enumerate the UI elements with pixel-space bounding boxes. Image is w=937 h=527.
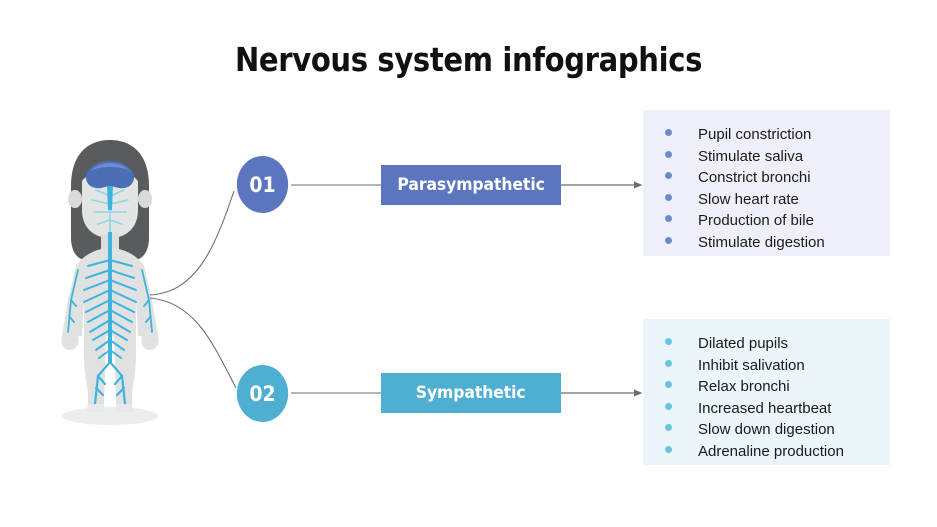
label-box-sympathetic[interactable]: Sympathetic xyxy=(381,373,561,413)
figure-shadow xyxy=(62,407,158,425)
list-item-label: Stimulate digestion xyxy=(698,233,825,251)
step-number-circle-02[interactable]: 02 xyxy=(236,365,289,422)
arm-right xyxy=(138,300,159,350)
torso-nerve-branches xyxy=(83,259,137,359)
page-title: Nervous system infographics xyxy=(234,40,703,79)
ear-right xyxy=(138,190,152,208)
list-item: Adrenaline production xyxy=(665,441,890,463)
list-item: Stimulate saliva xyxy=(665,146,890,168)
list-sympathetic: Dilated pupils Inhibit salivation Relax … xyxy=(643,333,890,462)
ear-left xyxy=(68,190,82,208)
list-parasympathetic: Pupil constriction Stimulate saliva Cons… xyxy=(643,124,890,253)
bullet-icon xyxy=(665,236,672,244)
list-item: Slow heart rate xyxy=(665,189,890,211)
arm-left xyxy=(61,300,82,350)
leg-nerve-branches xyxy=(93,360,127,406)
step-number-circle-01[interactable]: 01 xyxy=(236,156,289,213)
brain-highlight xyxy=(90,163,130,171)
bullet-icon xyxy=(665,402,672,410)
list-item: Relax bronchi xyxy=(665,376,890,398)
label-box-parasympathetic[interactable]: Parasympathetic xyxy=(381,165,561,205)
bullet-icon xyxy=(665,215,672,222)
list-item-label: Inhibit salivation xyxy=(698,356,805,374)
list-item: Dilated pupils xyxy=(665,333,890,355)
foot-left xyxy=(86,404,104,412)
bullet-icon xyxy=(665,129,672,136)
list-item: Stimulate digestion xyxy=(665,232,890,254)
bullet-icon xyxy=(665,381,672,388)
list-item: Pupil constriction xyxy=(665,124,890,146)
spinal-cord xyxy=(108,232,112,364)
list-item: Production of bile xyxy=(665,210,890,232)
list-item: Increased heartbeat xyxy=(665,398,890,420)
bullet-icon xyxy=(665,359,672,367)
list-item: Constrict bronchi xyxy=(665,167,890,189)
bullet-icon xyxy=(665,172,672,179)
list-item-label: Slow heart rate xyxy=(698,190,799,208)
list-item: Inhibit salivation xyxy=(665,355,890,377)
bullet-icon xyxy=(665,338,672,345)
list-item-label: Slow down digestion xyxy=(698,421,835,438)
list-item: Slow down digestion xyxy=(665,419,890,441)
label-text-sympathetic: Sympathetic xyxy=(416,383,526,403)
list-item-label: Stimulate saliva xyxy=(698,147,804,165)
list-item-label: Increased heartbeat xyxy=(698,399,832,417)
bullet-icon xyxy=(665,424,672,431)
brain-stem xyxy=(107,186,113,210)
bullet-icon xyxy=(665,445,672,453)
list-item-label: Production of bile xyxy=(698,212,814,229)
human-body-nervous-system-illustration xyxy=(38,140,183,430)
list-item-label: Adrenaline production xyxy=(698,442,844,460)
list-item-label: Pupil constriction xyxy=(698,126,812,143)
list-panel-sympathetic: Dilated pupils Inhibit salivation Relax … xyxy=(643,319,890,465)
list-panel-parasympathetic: Pupil constriction Stimulate saliva Cons… xyxy=(643,110,890,256)
list-item-label: Dilated pupils xyxy=(698,335,789,352)
bullet-icon xyxy=(665,193,672,201)
step-number-label-02: 02 xyxy=(249,381,276,406)
foot-right xyxy=(116,404,134,412)
bullet-icon xyxy=(665,150,672,158)
label-text-parasympathetic: Parasympathetic xyxy=(397,175,545,195)
step-number-label-01: 01 xyxy=(249,172,276,197)
list-item-label: Constrict bronchi xyxy=(698,169,811,186)
list-item-label: Relax bronchi xyxy=(698,378,790,395)
